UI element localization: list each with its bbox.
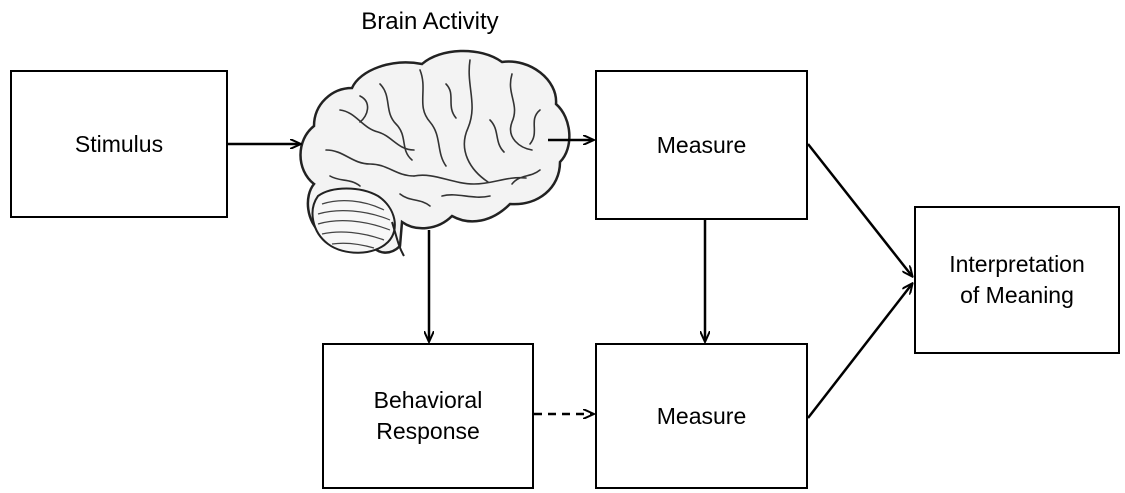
arrow-measure-bottom-to-interpretation xyxy=(807,284,912,419)
brain-icon xyxy=(299,49,571,257)
interpretation-label: Interpretation of Meaning xyxy=(949,251,1085,308)
measure-top-box: Measure xyxy=(595,70,808,220)
stimulus-box: Stimulus xyxy=(10,70,228,218)
arrow-measure-top-to-interpretation xyxy=(807,143,912,276)
stimulus-label: Stimulus xyxy=(74,130,164,157)
behavioral-response-label: Behavioral Response xyxy=(373,387,483,444)
brain-activity-title: Brain Activity xyxy=(361,8,499,35)
measure-bottom-label: Measure xyxy=(656,402,747,429)
behavioral-response-box: Behavioral Response xyxy=(322,343,534,489)
measure-top-label: Measure xyxy=(656,131,747,158)
interpretation-box: Interpretation of Meaning xyxy=(914,206,1120,354)
measure-bottom-box: Measure xyxy=(595,343,808,489)
